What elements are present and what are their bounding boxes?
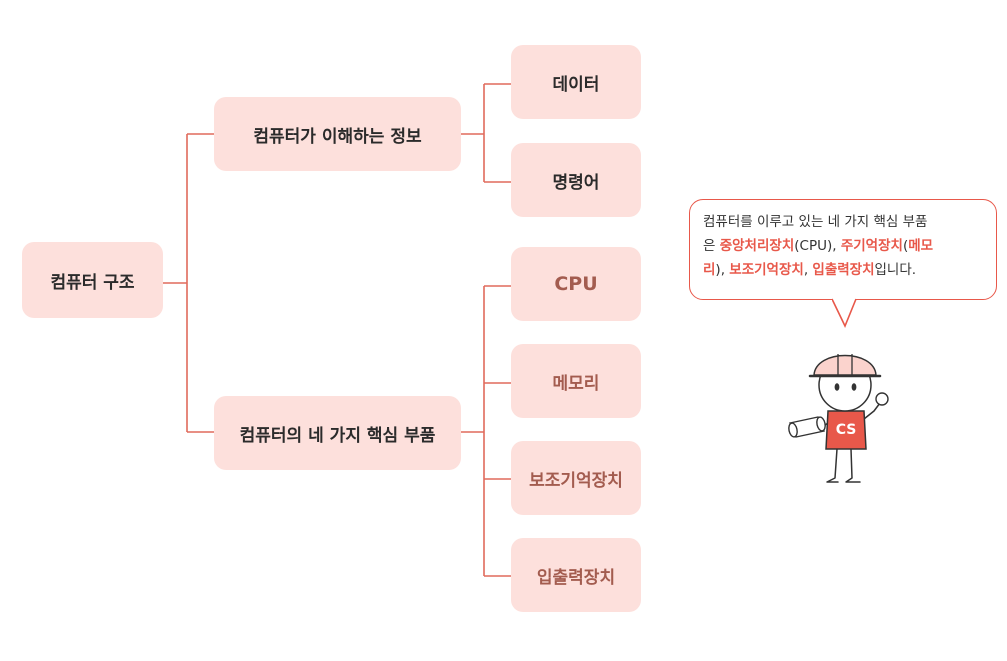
bubble-text: ( <box>902 238 909 254</box>
highlight-memory-alias: 메모 <box>908 238 934 254</box>
speech-bubble-tail <box>832 298 857 328</box>
leaf-node-cpu: CPU <box>511 247 641 321</box>
branch-node-info: 컴퓨터가 이해하는 정보 <box>214 97 461 171</box>
bubble-text: ), <box>715 262 730 278</box>
bubble-text: (CPU), <box>794 238 841 254</box>
leaf-node-storage: 보조기억장치 <box>511 441 641 515</box>
leaf-node-instruction: 명령어 <box>511 143 641 217</box>
highlight-storage: 보조기억장치 <box>729 262 804 278</box>
bubble-line-2: 은 중앙처리장치(CPU), 주기억장치(메모 <box>703 234 984 258</box>
speech-bubble: 컴퓨터를 이루고 있는 네 가지 핵심 부품 은 중앙처리장치(CPU), 주기… <box>689 199 997 300</box>
branch-node-components: 컴퓨터의 네 가지 핵심 부품 <box>214 396 461 470</box>
mascot-shirt-text: CS <box>836 422 857 438</box>
bubble-text: 입니다. <box>874 262 917 278</box>
leaf-node-io: 입출력장치 <box>511 538 641 612</box>
bubble-text: 은 <box>703 238 720 254</box>
highlight-cpu: 중앙처리장치 <box>719 238 795 254</box>
highlight-memory: 주기억장치 <box>840 238 903 254</box>
root-node: 컴퓨터 구조 <box>22 242 163 318</box>
leaf-node-memory: 메모리 <box>511 344 641 418</box>
bubble-line-1: 컴퓨터를 이루고 있는 네 가지 핵심 부품 <box>703 214 928 230</box>
mascot-illustration: CS <box>788 354 889 483</box>
bubble-line-3: 리), 보조기억장치, 입출력장치입니다. <box>703 258 984 282</box>
highlight-memory-alias-end: 리 <box>703 262 716 278</box>
bubble-text: , <box>803 262 813 278</box>
leaf-node-data: 데이터 <box>511 45 641 119</box>
highlight-io: 입출력장치 <box>812 262 875 278</box>
